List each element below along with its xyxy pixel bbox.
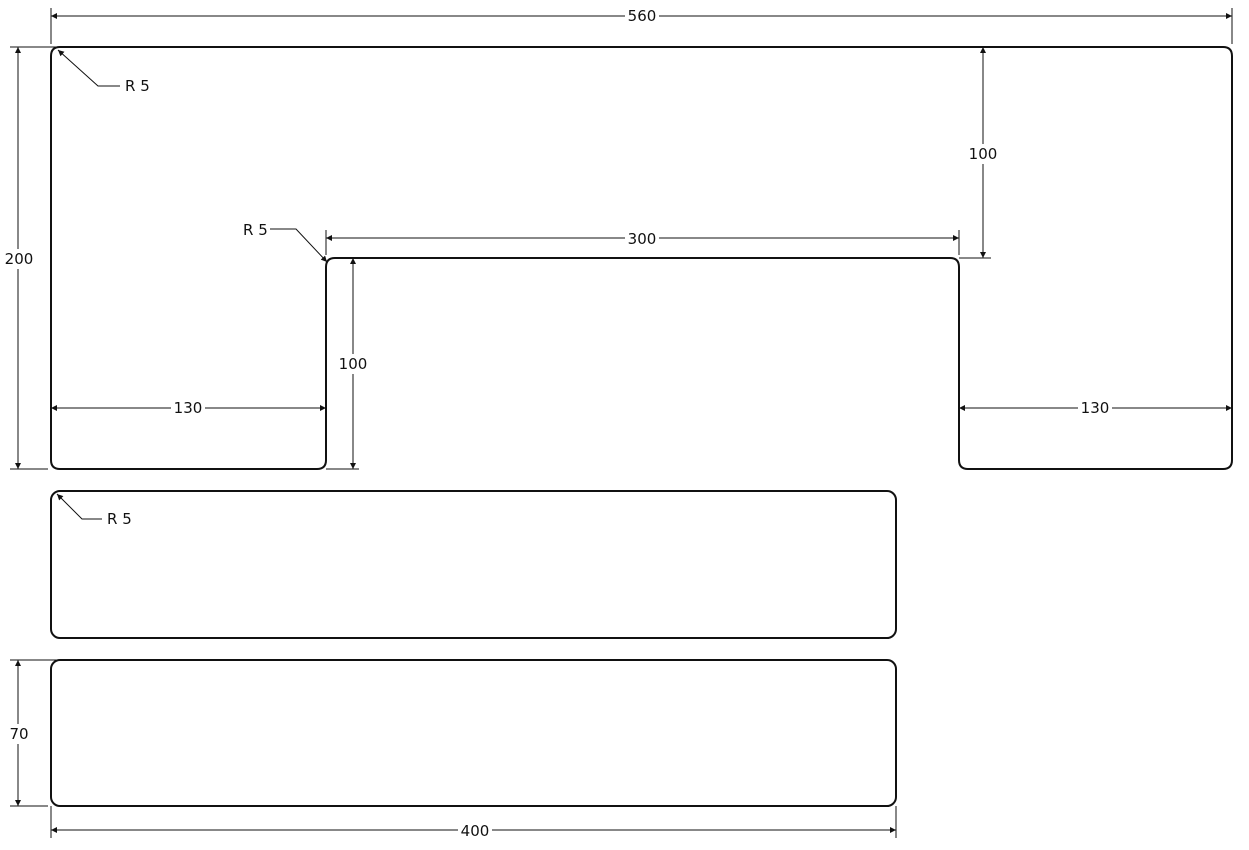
dimension-notch-depth-right: 100 <box>959 47 999 259</box>
right-leg-width-label: 130 <box>1081 399 1110 417</box>
u-shaped-panel <box>50 46 1233 470</box>
notch-corner-radius-label: R 5 <box>243 221 268 239</box>
dimension-notch-width: 300 <box>325 228 960 255</box>
left-leg-width-label: 130 <box>174 399 203 417</box>
dimension-notch-depth-left: 100 <box>326 258 369 470</box>
callout-strip-corner-radius: R 5 <box>56 493 132 528</box>
notch-width-label: 300 <box>628 230 657 248</box>
overall-width-label: 560 <box>628 7 657 25</box>
dimension-overall-height: 200 <box>4 46 58 470</box>
notch-depth-right-label: 100 <box>969 145 998 163</box>
strip-corner-radius-label: R 5 <box>107 510 132 528</box>
notch-depth-left-label: 100 <box>339 355 368 373</box>
top-corner-radius-label: R 5 <box>125 77 150 95</box>
strip-height-label: 70 <box>9 725 28 743</box>
strip-width-label: 400 <box>461 822 490 840</box>
dimension-strip-height: 70 <box>6 659 58 807</box>
dimension-right-leg-width: 130 <box>959 398 1232 418</box>
callout-top-corner-radius: R 5 <box>57 49 150 95</box>
dimension-strip-width: 400 <box>50 806 897 840</box>
strip-panel-upper <box>50 490 897 639</box>
overall-height-label: 200 <box>5 250 34 268</box>
callout-notch-corner-radius: R 5 <box>243 221 328 263</box>
dimension-left-leg-width: 130 <box>51 398 326 418</box>
dimension-overall-width: 560 <box>50 6 1233 44</box>
strip-panel-lower <box>50 659 897 807</box>
